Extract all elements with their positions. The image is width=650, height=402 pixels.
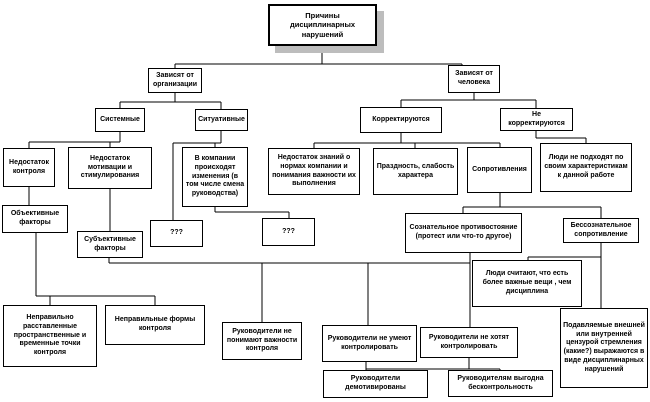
node-managers-not-want-control: Руководители не хотят контролировать xyxy=(420,327,518,358)
node-situational: Ситуативные xyxy=(195,109,248,131)
node-company-changes: В компании происходят изменения (в том ч… xyxy=(182,147,248,207)
node-unknown-2: ??? xyxy=(262,218,315,246)
node-wrong-control-forms: Неправильные формы контроля xyxy=(105,305,205,345)
node-managers-demotivated: Руководители демотивированы xyxy=(323,370,428,398)
node-objective-factors: Объективные факторы xyxy=(2,205,68,233)
node-people-not-suited: Люди не подходят по своим характеристика… xyxy=(540,143,632,192)
node-people-think-other-things-important: Люди считают, что есть более важные вещи… xyxy=(472,260,582,307)
node-unconscious-resistance: Бессознательное сопротивление xyxy=(563,218,639,243)
node-lack-of-control: Недостаток контроля xyxy=(3,148,55,187)
node-managers-cannot-control: Руководители не умеют контролировать xyxy=(322,325,417,362)
node-idleness-weak-character: Праздность, слабость характера xyxy=(373,148,458,195)
node-depends-on-person: Зависят от человека xyxy=(448,65,500,93)
node-managers-not-understand: Руководители не понимают важности контро… xyxy=(222,322,302,360)
node-depends-on-organization: Зависят от организации xyxy=(148,68,202,93)
node-not-correctable: Не корректируются xyxy=(500,108,573,131)
node-resistance: Сопротивления xyxy=(467,147,532,193)
node-correctable: Корректируются xyxy=(360,107,442,133)
node-lack-of-motivation: Недостаток мотивации и стимулирования xyxy=(68,147,152,189)
node-suppressed-aspirations: Подавляемые внешней или внутренней цензу… xyxy=(560,308,648,388)
node-systemic: Системные xyxy=(95,108,145,132)
node-managers-benefit-no-control: Руководителям выгодна бесконтрольность xyxy=(448,370,553,397)
node-wrong-control-points: Неправильно расставленные пространственн… xyxy=(3,305,97,367)
node-lack-of-knowledge: Недостаток знаний о нормах компании и по… xyxy=(268,148,360,195)
node-title: Причины дисциплинарных нарушений xyxy=(268,4,377,46)
node-unknown-1: ??? xyxy=(150,220,203,247)
node-conscious-opposition: Сознательное противостояние (протест или… xyxy=(405,213,522,253)
node-subjective-factors: Субъективные факторы xyxy=(77,231,143,258)
